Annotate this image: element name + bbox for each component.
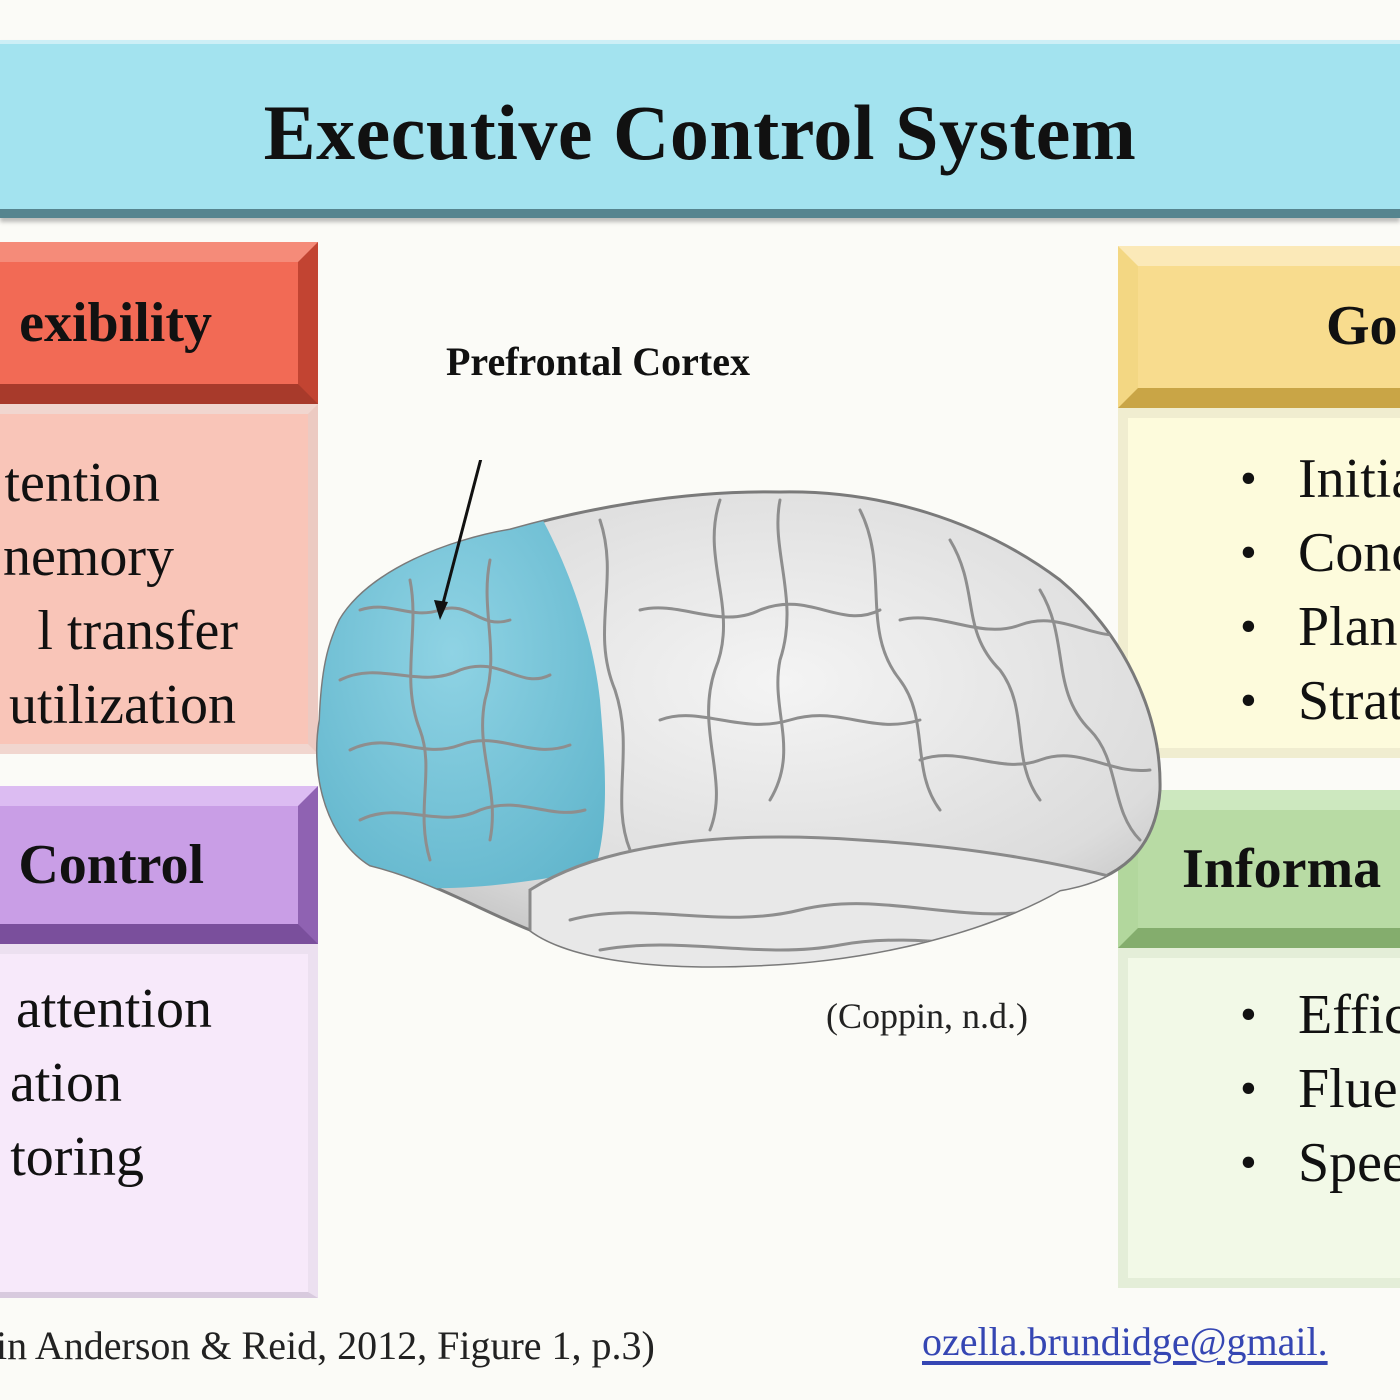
figure-citation: in Anderson & Reid, 2012, Figure 1, p.3)	[0, 1323, 655, 1368]
image-credit: (Coppin, n.d.)	[826, 996, 1028, 1036]
label-pointer	[438, 460, 483, 616]
goal-header: Go	[1118, 246, 1400, 408]
diagram-title: Executive Control System	[263, 89, 1137, 176]
control-item: ation	[10, 1052, 122, 1114]
control-item: toring	[10, 1126, 144, 1188]
information-list: Effic Flue Spee	[1118, 948, 1400, 1288]
information-item: Flue	[1128, 1052, 1400, 1126]
control-list: attention ation toring	[0, 944, 318, 1298]
prefrontal-cortex-label: Prefrontal Cortex	[446, 339, 750, 384]
goal-item: Strat	[1128, 664, 1400, 738]
flexibility-item: l transfer	[37, 600, 238, 662]
flexibility-item: utilization	[8, 674, 236, 736]
brain-illustration	[316, 460, 1162, 968]
information-item: Effic	[1128, 978, 1400, 1052]
flexibility-list: tention nemory l transfer utilization	[0, 404, 318, 754]
control-item: attention	[16, 978, 212, 1040]
title-banner: Executive Control System	[0, 40, 1400, 218]
goal-item: Conc	[1128, 516, 1400, 590]
flexibility-item: nemory	[2, 526, 174, 588]
information-header: Informa	[1118, 790, 1400, 948]
flexibility-item: tention	[4, 452, 160, 514]
goal-item: Plan	[1128, 590, 1400, 664]
flexibility-header: exibility	[0, 242, 318, 404]
goal-item: Initia	[1128, 442, 1400, 516]
email-link[interactable]: ozella.brundidge@gmail.	[922, 1319, 1328, 1364]
control-header: Control	[0, 786, 318, 944]
information-item: Spee	[1128, 1126, 1400, 1200]
goal-list: Initia Conc Plan Strat	[1118, 408, 1400, 758]
